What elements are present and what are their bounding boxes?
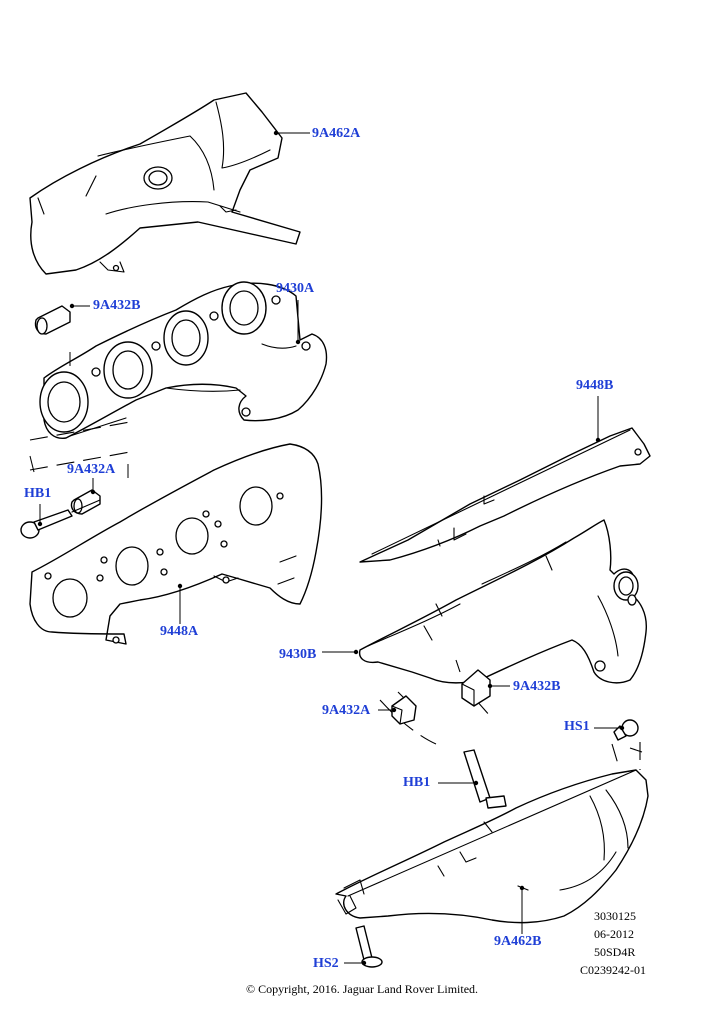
heat-shield-upper-left: [29, 92, 301, 275]
reference-number: 3030125: [594, 909, 636, 923]
callout-9a462a[interactable]: 9A462A: [312, 126, 361, 141]
assembly-lines-right: [379, 659, 643, 770]
callout-9a432a-upper[interactable]: 9A432A: [67, 462, 116, 477]
leader-lines: [37, 130, 625, 966]
callout-9430a[interactable]: 9430A: [276, 281, 315, 296]
illustration-reference: 3030125 06-2012 50SD4R: [594, 907, 636, 961]
callout-9a462b[interactable]: 9A462B: [494, 934, 542, 949]
screw-hs2: [337, 895, 383, 968]
callout-9a432b-upper[interactable]: 9A432B: [93, 298, 141, 313]
callout-hs1[interactable]: HS1: [564, 719, 590, 734]
callout-hs2[interactable]: HS2: [313, 956, 339, 971]
callout-hb1-right[interactable]: HB1: [403, 775, 431, 790]
callout-9448a[interactable]: 9448A: [160, 624, 199, 639]
gasket-clip-right-lower: [391, 695, 417, 725]
bolt-left: [20, 499, 101, 539]
exhaust-manifold-b: [358, 519, 647, 684]
gasket-clip-upper-left: [34, 305, 71, 335]
exhaust-manifold-a: [39, 281, 328, 439]
callout-9a432b-lower[interactable]: 9A432B: [513, 679, 561, 694]
manifold-gasket-9448b: [359, 427, 651, 563]
reference-code: 50SD4R: [594, 945, 636, 959]
copyright-notice: © Copyright, 2016. Jaguar Land Rover Lim…: [245, 982, 479, 996]
gasket-clip-right-upper: [461, 669, 491, 707]
screw-hs1: [613, 719, 639, 741]
reference-date: 06-2012: [594, 927, 634, 941]
callout-hb1-left[interactable]: HB1: [24, 486, 52, 501]
illustration-id: C0239242-01: [580, 963, 646, 977]
heat-shield-lower-right: [335, 769, 649, 924]
bolt-right: [463, 749, 507, 809]
manifold-gasket-9448a: [29, 443, 323, 645]
callout-9a432a-lower[interactable]: 9A432A: [322, 703, 371, 718]
callout-9448b[interactable]: 9448B: [576, 378, 614, 393]
callout-9430b[interactable]: 9430B: [279, 647, 317, 662]
assembly-lines-left: [29, 352, 131, 478]
